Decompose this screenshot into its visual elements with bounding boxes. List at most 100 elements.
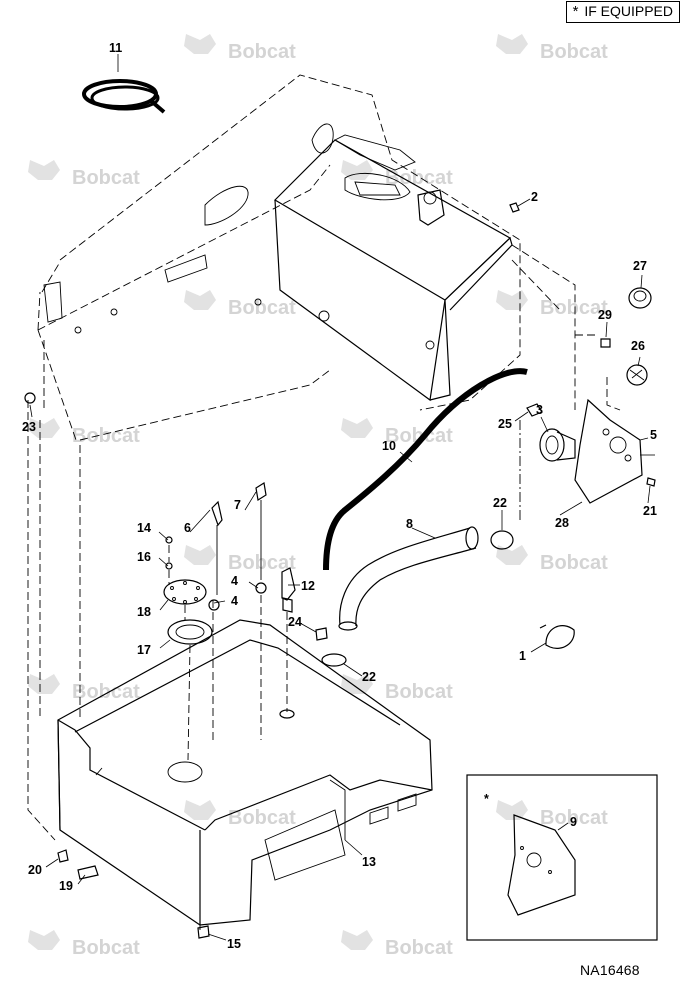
fill-hose-part-10 (323, 368, 528, 571)
washer-part-20 (57, 849, 69, 863)
bobcat-logo-icon (341, 674, 373, 694)
bobcat-logo-icon (184, 290, 216, 310)
filler-neck-part-8 (338, 526, 479, 631)
watermark-text: Bobcat (540, 807, 608, 829)
watermark-text: Bobcat (228, 297, 296, 319)
mounting-bracket-part-28 (574, 398, 655, 504)
inset-if-equipped: * (466, 774, 658, 941)
screw-part-14 (165, 536, 173, 544)
callout-17: 17 (137, 643, 151, 657)
nut-part-4-left (208, 599, 220, 611)
bolt-part-19 (77, 865, 99, 880)
bobcat-logo-icon (28, 930, 60, 950)
callout-23: 23 (22, 420, 36, 434)
drain-plug-part-15 (197, 925, 210, 939)
watermark-layer: Bobcat Bobcat Bobcat Bobcat Bobcat Bobca… (28, 34, 608, 959)
callout-25: 25 (498, 417, 512, 431)
if-equipped-legend: * IF EQUIPPED (565, 1, 680, 23)
filler-assembly-part-3 (519, 420, 576, 520)
callout-16: 16 (137, 550, 151, 564)
bolt-part-21 (646, 477, 656, 487)
callout-28: 28 (555, 516, 569, 530)
fuel-tank-upper (274, 134, 576, 410)
callout-3: 3 (536, 403, 543, 417)
nut-part-23 (24, 392, 36, 404)
watermark-text: Bobcat (385, 425, 453, 447)
clamp-part-1 (539, 624, 575, 649)
hose-coil-part-11 (82, 79, 166, 114)
callout-6: 6 (184, 521, 191, 535)
guard-plate-part-9 (507, 814, 576, 916)
bobcat-logo-icon (341, 160, 373, 180)
washer-part-16 (165, 562, 173, 570)
bobcat-logo-icon (28, 160, 60, 180)
bobcat-logo-icon (184, 545, 216, 565)
watermark-text: Bobcat (540, 297, 608, 319)
watermark-text: Bobcat (228, 41, 296, 63)
watermark-text: Bobcat (540, 41, 608, 63)
callout-22-upper: 22 (493, 496, 507, 510)
drawing-number: NA16468 (580, 962, 640, 978)
fitting-part-24 (315, 627, 328, 641)
callout-19: 19 (59, 879, 73, 893)
callout-27: 27 (633, 259, 647, 273)
callout-15: 15 (227, 937, 241, 951)
callout-10: 10 (382, 439, 396, 453)
watermark-text: Bobcat (385, 937, 453, 959)
sender-part-6 (211, 500, 223, 740)
callout-8: 8 (406, 517, 413, 531)
callout-7: 7 (234, 498, 241, 512)
callout-labels: 1 2 3 4 4 5 6 7 8 9 10 11 12 13 14 15 16… (22, 41, 657, 951)
callout-9: 9 (570, 815, 577, 829)
callout-26: 26 (631, 339, 645, 353)
clamp-part-22-lower (321, 653, 347, 667)
callout-13: 13 (362, 855, 376, 869)
bobcat-logo-icon (496, 34, 528, 54)
bobcat-logo-icon (184, 34, 216, 54)
sender-part-12 (279, 567, 296, 719)
callout-21: 21 (643, 504, 657, 518)
fitting-part-25 (526, 403, 543, 417)
callout-12: 12 (301, 579, 315, 593)
watermark-text: Bobcat (228, 552, 296, 574)
callout-11: 11 (109, 41, 122, 55)
gasket-part-17 (167, 619, 213, 645)
callout-2: 2 (531, 190, 538, 204)
fitting-part-2 (509, 202, 520, 213)
frame-phantom (37, 74, 521, 441)
clamp-part-22-upper (490, 530, 514, 550)
bobcat-logo-icon (496, 545, 528, 565)
plug-part-29 (600, 338, 611, 348)
bobcat-logo-icon (184, 800, 216, 820)
watermark-text: Bobcat (385, 681, 453, 703)
inset-asterisk: * (484, 792, 489, 806)
nut-part-4-right (255, 582, 267, 594)
watermark-text: Bobcat (72, 681, 140, 703)
callout-22-lower: 22 (362, 670, 376, 684)
bobcat-logo-icon (341, 418, 373, 438)
cap-part-26 (626, 364, 648, 386)
bobcat-logo-icon (496, 290, 528, 310)
bobcat-logo-icon (341, 930, 373, 950)
gasket-part-18 (163, 579, 207, 605)
callout-5: 5 (650, 428, 657, 442)
watermark-text: Bobcat (72, 167, 140, 189)
callout-14: 14 (137, 521, 151, 535)
sender-part-7 (255, 482, 267, 740)
bobcat-logo-icon (496, 800, 528, 820)
callout-1: 1 (519, 649, 526, 663)
callout-29: 29 (598, 308, 612, 322)
callout-18: 18 (137, 605, 151, 619)
cap-part-27 (628, 287, 652, 309)
asterisk-symbol: * (572, 3, 579, 20)
bobcat-logo-icon (28, 418, 60, 438)
callout-4-upper: 4 (231, 574, 238, 588)
bobcat-logo-icon (28, 674, 60, 694)
lower-tank-part-13 (57, 619, 433, 926)
watermark-text: Bobcat (228, 807, 296, 829)
leader-lines (29, 54, 651, 941)
watermark-text: Bobcat (72, 937, 140, 959)
callout-4-lower: 4 (231, 594, 238, 608)
